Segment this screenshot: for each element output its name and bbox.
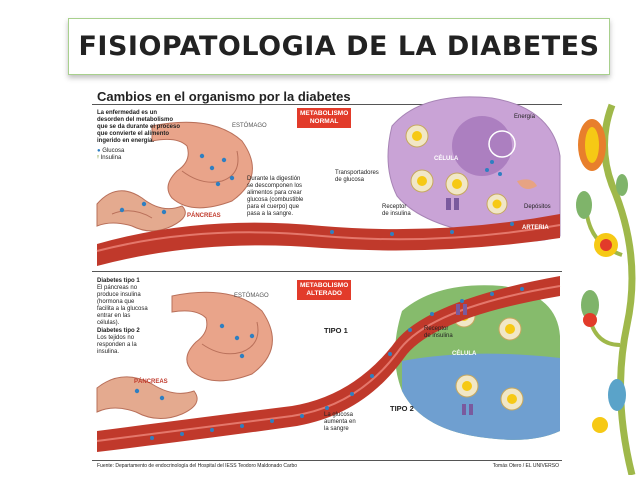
cell-label-top: CÉLULA — [434, 156, 459, 162]
transporters-label: Transportadores de glucosa — [335, 170, 379, 183]
type1-description: Diabetes tipo 1 El páncreas no produce i… — [97, 278, 148, 326]
legend-insulin: ᵞ Insulina — [97, 155, 122, 161]
artery-bottom — [96, 276, 561, 452]
stomach-label-top: ESTÓMAGO — [232, 123, 267, 129]
artery-label: ARTERIA — [522, 225, 549, 231]
digestion-text: Durante la digestión se descomponen los … — [247, 176, 304, 217]
decorative-tree-art — [576, 103, 636, 475]
slide-title-box: FISIOPATOLOGIA DE LA DIABETES — [68, 18, 610, 75]
illustration-artwork — [96, 96, 561, 452]
type2-description: Diabetes tipo 2 Los tejidos no responden… — [97, 328, 140, 355]
insulin-icon: ᵞ — [97, 155, 99, 161]
receptor-label-top: Receptor de insulina — [382, 204, 411, 217]
source-text: Fuente: Departamento de endocrinología d… — [97, 463, 298, 469]
cell-label-bottom: CÉLULA — [452, 351, 477, 357]
insulin-receptors — [446, 198, 473, 415]
energy-label: Energía — [514, 114, 536, 120]
intro-text: La enfermedad es un desorden del metabol… — [97, 110, 181, 144]
stomach-label-bottom: ESTÓMAGO — [234, 293, 269, 299]
pancreas-label-top: PÁNCREAS — [187, 213, 221, 219]
legend-glucose: ● Glucosa — [97, 148, 125, 154]
diabetes-infographic: Cambios en el organismo por la diabetes — [92, 86, 562, 472]
footer-divider — [92, 460, 562, 461]
stomach-bottom — [96, 291, 273, 419]
slide-title: FISIOPATOLOGIA DE LA DIABETES — [78, 31, 600, 62]
glucose-rise-text: La glucosa aumenta en la sangre — [324, 412, 356, 432]
credit-text: Tomás Otero / EL UNIVERSO — [492, 463, 559, 469]
legend: ● Glucosa ᵞ Insulina — [97, 148, 124, 162]
tipo2-label: TIPO 2 — [390, 404, 414, 413]
artery-top — [96, 214, 561, 266]
heading-divider — [92, 104, 562, 105]
normal-metabolism-badge: METABOLISMO NORMAL — [297, 108, 352, 128]
panel-divider — [92, 271, 562, 272]
stomach-top — [96, 121, 253, 232]
glucose-dots — [119, 153, 524, 440]
tipo1-label: TIPO 1 — [324, 326, 348, 335]
altered-metabolism-badge: METABOLISMO ALTERADO — [297, 280, 352, 300]
deposits-label: Depósitos — [524, 204, 551, 210]
pancreas-label-bottom: PÁNCREAS — [134, 379, 168, 385]
glucose-icon: ● — [97, 148, 101, 154]
cell-top — [387, 96, 561, 242]
receptor-label-bottom: Receptor de insulina — [424, 326, 453, 339]
infographic-heading: Cambios en el organismo por la diabetes — [97, 89, 351, 104]
